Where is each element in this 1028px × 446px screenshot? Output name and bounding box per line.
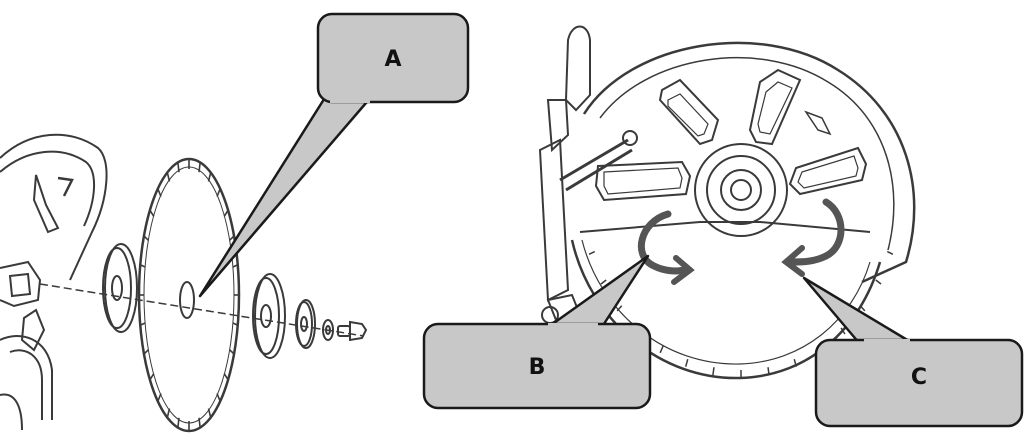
washer: [295, 299, 316, 349]
inner-flange: [102, 243, 138, 333]
arbor-bolt: [337, 320, 368, 342]
blade-segment-slot: [166, 172, 171, 182]
blade-segment-slot: [157, 188, 162, 197]
blade-teeth: [588, 250, 894, 378]
blade-segment-slot: [232, 264, 239, 268]
blade-segment-slot: [177, 417, 180, 428]
blade-segment-slot: [166, 408, 171, 418]
blade-tooth: [767, 367, 770, 376]
diamond-blade: [137, 157, 241, 433]
blade-assembly-exploded-view: [0, 133, 368, 433]
machine-body-fragment: [0, 133, 108, 431]
blade-segment-slot: [216, 393, 221, 402]
blade-arbor-hole: [179, 281, 195, 319]
blade-tooth: [616, 305, 623, 312]
blade-segment-slot: [223, 209, 229, 217]
blade-segment-slot: [177, 162, 180, 173]
blade-segment-slot: [228, 349, 235, 355]
blade-segment-slot: [143, 235, 150, 241]
curved-arrow-icon: [637, 198, 845, 285]
callout-b: B: [422, 254, 652, 410]
blade-tooth: [588, 250, 596, 255]
blade-tooth: [712, 367, 715, 376]
guard-slots: [594, 68, 868, 202]
callout-a-label: A: [384, 47, 401, 72]
blade-tooth: [659, 345, 664, 354]
outer-flange: [252, 273, 286, 359]
callout-a: A: [198, 12, 470, 298]
blade-tooth: [684, 358, 689, 367]
callout-a-pointer: [198, 94, 374, 298]
blade-tooth: [793, 358, 798, 367]
blade-guard-inner: [599, 57, 895, 251]
blade-guard-rotation-view: [538, 25, 916, 380]
blade-segment-slot: [216, 188, 221, 197]
callout-b-label: B: [529, 355, 546, 380]
blade-segment-slot: [232, 322, 239, 326]
assembly-axis-line: [39, 283, 365, 337]
blade-tooth: [840, 327, 846, 335]
blade-segment-slot: [223, 373, 229, 381]
blade-segment-slot: [228, 235, 235, 241]
callout-b-pointer: [542, 254, 650, 332]
blade-segment-slot: [207, 408, 212, 418]
blade-tooth: [875, 279, 882, 285]
blade-guard-outer: [582, 41, 916, 284]
blade-tooth: [859, 305, 866, 312]
blade-segment-slot: [157, 393, 162, 402]
callout-c: C: [802, 276, 1024, 428]
callout-c-label: C: [911, 365, 927, 390]
blade-segment-slot: [207, 172, 212, 182]
blade-segment-slot: [198, 162, 201, 173]
callout-c-box: [814, 338, 1024, 428]
blade-segment-slot: [198, 417, 201, 428]
blade-tooth: [886, 250, 894, 255]
callout-c-pointer: [802, 276, 916, 346]
blade-segment-slot: [143, 349, 150, 355]
blade-tooth: [600, 279, 607, 285]
blade-hub: [694, 143, 788, 237]
blade-segment-slots: [139, 159, 239, 431]
lock-washer: [322, 319, 334, 341]
callout-a-box: [316, 12, 470, 104]
blade-segment-slot: [149, 373, 155, 381]
blade-segment-slot: [139, 322, 146, 326]
blade-segment-slot: [149, 209, 155, 217]
blade-segment-slot: [139, 264, 146, 268]
callout-b-box: [422, 322, 652, 410]
